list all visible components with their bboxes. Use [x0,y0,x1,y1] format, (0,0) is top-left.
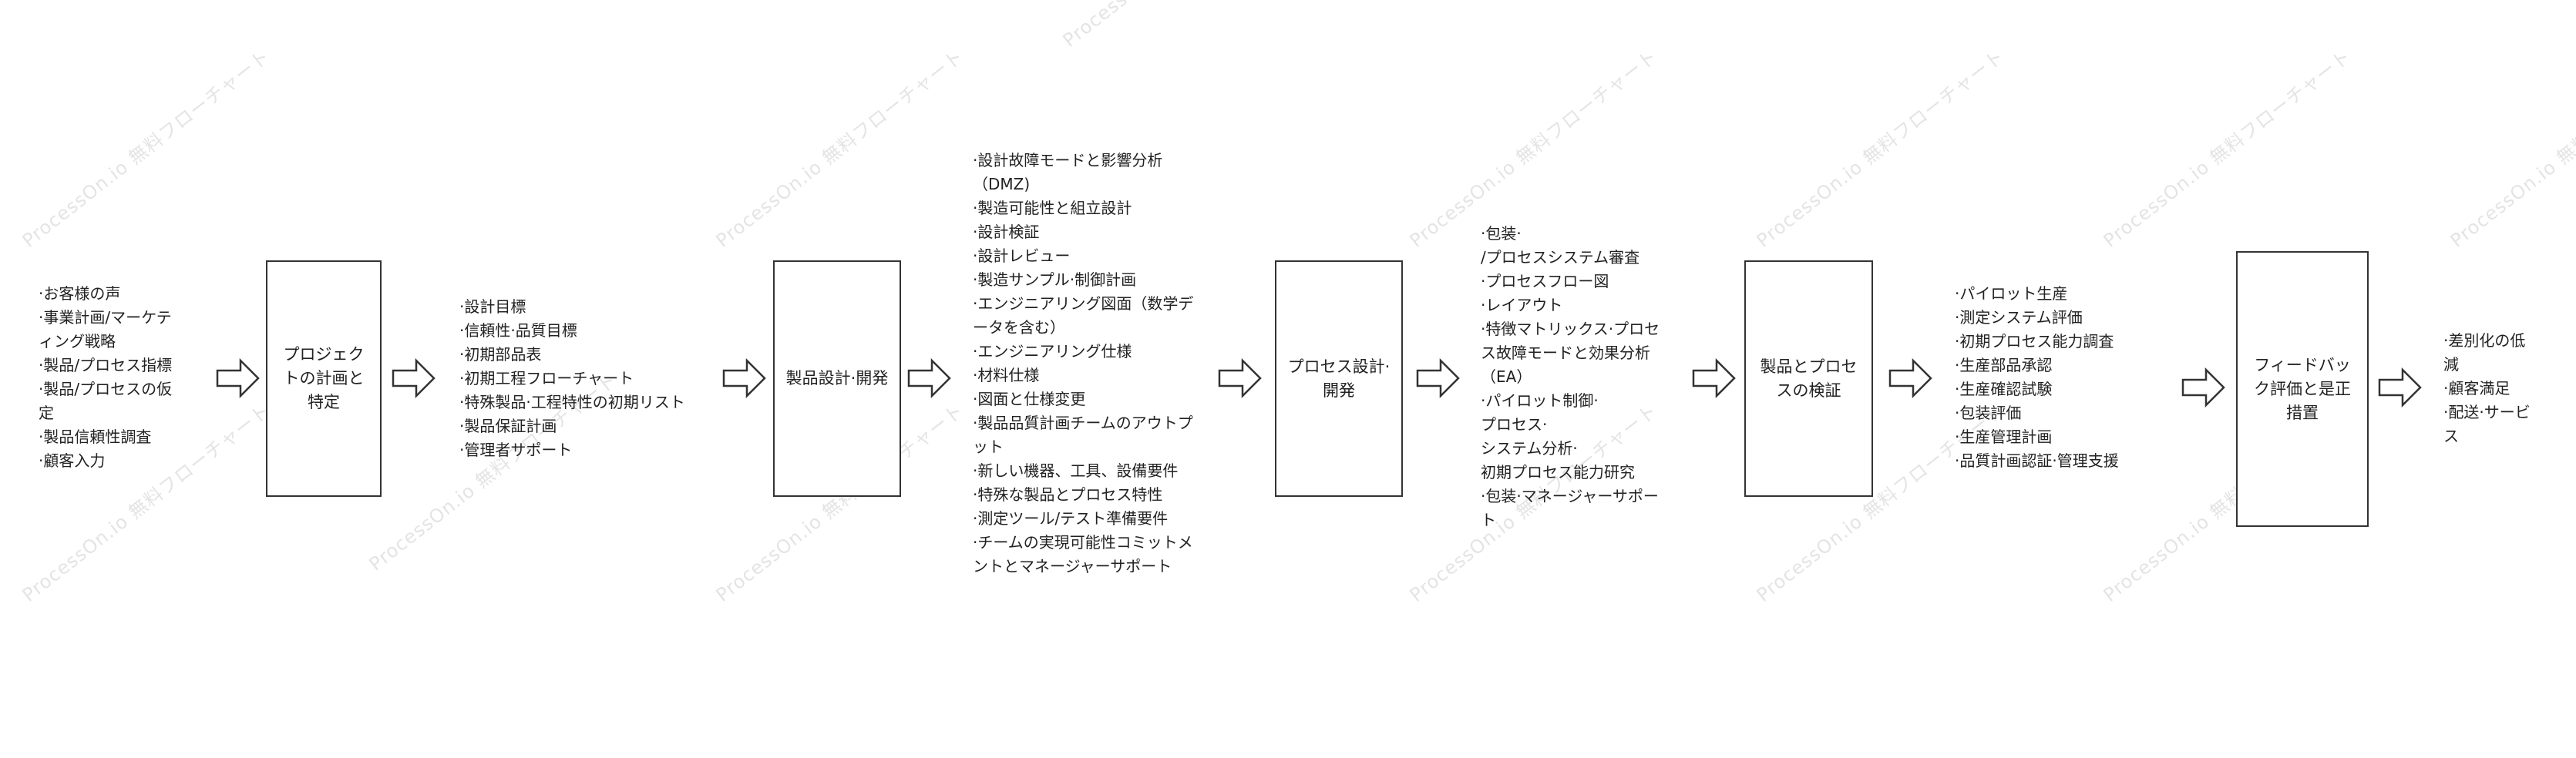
watermark-text: ProcessOn.io 無料フローチャート [1056,0,1315,52]
list-item: ·初期プロセス能力調査 [1955,332,2114,350]
arrow-icon [2181,367,2225,408]
stage-box-label: フィードバック評価と是正措置 [2254,355,2351,422]
list-item: ·チームの実現可能性コミットメントとマネージャーサポート [973,533,1193,575]
stage-box-label: 製品とプロセスの検証 [1760,357,1858,400]
list-item: ·特徴マトリックス·プロセス故障モードと効果分析（EA） [1481,320,1660,386]
list-item: ·設計故障モードと影響分析（DMZ) [973,151,1163,193]
output-list-product-design: ·設計故障モードと影響分析（DMZ) ·製造可能性と組立設計 ·設計検証 ·設計… [973,149,1195,579]
stage-box-process-design: プロセス設計·開発 [1275,260,1403,497]
watermark-text: ProcessOn.io 無料フローチャート [711,45,968,252]
list-item: ·特殊な製品とプロセス特性 [973,485,1163,504]
list-item: ·エンジニアリング図面（数学データを含む） [973,294,1194,337]
list-item: ·製造サンプル·制御計画 [973,270,1137,289]
list-item: ·測定ツール/テスト準備要件 [973,509,1169,528]
stage-box-feedback-corrective-action: フィードバック評価と是正措置 [2236,251,2369,527]
list-item: ·お客様の声 [39,284,121,303]
watermark-text: ProcessOn.io 無料フローチャート [18,45,274,252]
list-item: ·包装· [1481,224,1522,243]
arrow-icon [1218,358,1262,398]
arrow-icon [2378,367,2422,408]
stage-box-label: プロセス設計·開発 [1287,357,1391,400]
list-item: ·事業計画/マーケティング戦略 [39,308,172,350]
list-item: ·製品/プロセスの仮定 [39,380,173,422]
arrow-icon [907,358,951,398]
list-item: ·包装·マネージャーサポート [1481,487,1659,529]
arrow-icon [392,358,435,398]
list-item: ·測定システム評価 [1955,308,2083,327]
output-list-product-process-verification: ·パイロット生産 ·測定システム評価 ·初期プロセス能力調査 ·生産部品承認 ·… [1955,282,2155,473]
list-item: ·特殊製品·工程特性の初期リスト [459,393,685,411]
arrow-icon [1416,358,1460,398]
list-item: ·製品/プロセス指標 [39,356,173,374]
list-item: ·差別化の低減 [2443,331,2526,374]
watermark-text: ProcessOn.io 無料フローチャート [1405,45,1662,252]
list-item: ·初期工程フローチャート [459,369,634,387]
output-list-process-design: ·包装· /プロセスシステム審査 ·プロセスフロー図 ·レイアウト ·特徴マトリ… [1481,222,1663,532]
list-item: ·顧客満足 [2443,379,2510,397]
list-item: ·レイアウト [1481,296,1563,314]
stage-box-label: プロジェクトの計画と特定 [283,345,365,411]
list-item: ·製造可能性と組立設計 [973,199,1132,217]
list-item: ·新しい機器、工具、設備要件 [973,461,1179,480]
list-item: システム分析· [1481,439,1578,458]
list-item: ·管理者サポート [459,441,573,459]
stage-box-label: 製品設計·開発 [785,369,889,387]
list-item: ·パイロット生産 [1955,284,2068,303]
list-item: ·配送·サービス [2443,403,2531,445]
list-item: ·製品保証計画 [459,417,557,435]
output-list-feedback: ·差別化の低減 ·顧客満足 ·配送·サービス [2443,329,2537,448]
list-item: ·パイロット制御· [1481,391,1599,410]
list-item: ·設計目標 [459,297,526,316]
list-item: ·材料仕様 [973,366,1040,384]
list-item: ·図面と仕様変更 [973,390,1086,408]
list-item: /プロセスシステム審査 [1481,248,1640,267]
list-item: 初期プロセス能力研究 [1481,463,1635,481]
list-item: ·製品信頼性調査 [39,428,152,446]
list-item: ·信頼性·品質目標 [459,321,577,340]
list-item: ·顧客入力 [39,451,106,470]
arrow-icon [722,358,766,398]
list-item: ·生産管理計画 [1955,428,2053,446]
list-item: ·生産部品承認 [1955,356,2053,374]
list-item: ·プロセスフロー図 [1481,272,1609,290]
list-item: ·エンジニアリング仕様 [973,342,1132,361]
arrow-icon [1888,358,1932,398]
arrow-icon [1692,358,1736,398]
stage-box-project-planning: プロジェクトの計画と特定 [266,260,382,497]
watermark-text: ProcessOn.io 無料フローチャート [1752,45,2009,252]
stage-box-product-design: 製品設計·開発 [773,260,901,497]
arrow-icon [216,358,260,398]
list-item: ·生産確認試験 [1955,380,2053,398]
list-item: ·製品品質計画チームのアウトプット [973,414,1193,456]
list-item: ·品質計画認証·管理支援 [1955,451,2119,470]
list-item: ·初期部品表 [459,345,542,364]
stage-box-product-process-verification: 製品とプロセスの検証 [1744,260,1873,497]
watermark-text: ProcessOn.io 無料フローチャート [2446,45,2576,252]
watermark-text: ProcessOn.io 無料フローチャート [2099,45,2356,252]
list-item: ·設計検証 [973,223,1040,241]
list-item: ·包装評価 [1955,404,2022,422]
list-item: ·設計レビュー [973,247,1071,265]
list-item: プロセス· [1481,415,1548,434]
input-list: ·お客様の声 ·事業計画/マーケティング戦略 ·製品/プロセス指標 ·製品/プロ… [39,282,185,473]
output-list-project-planning: ·設計目標 ·信頼性·品質目標 ·初期部品表 ·初期工程フローチャート ·特殊製… [459,295,714,462]
